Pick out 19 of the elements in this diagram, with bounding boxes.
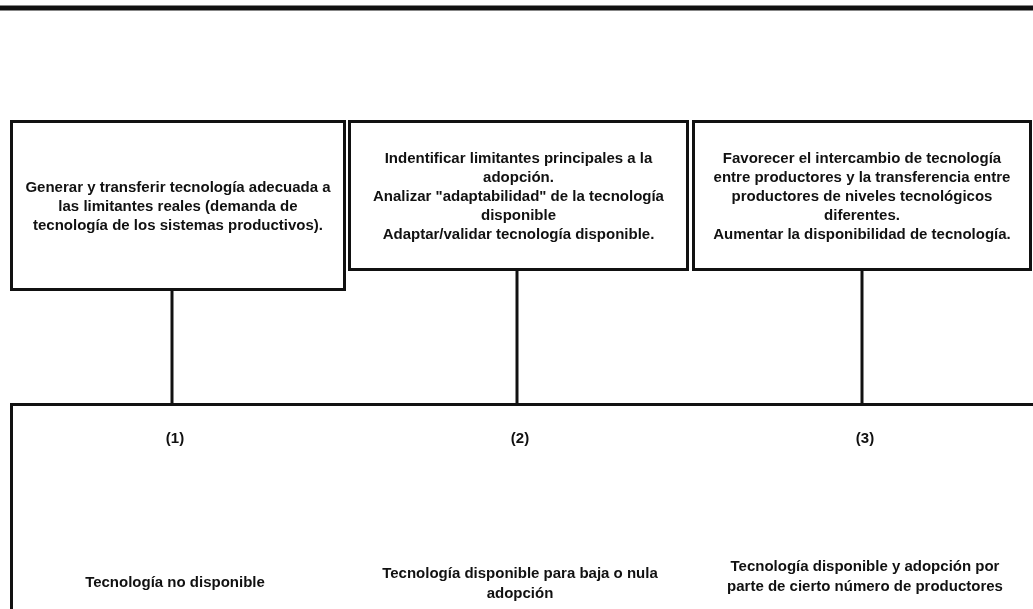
objective-box <box>348 120 689 271</box>
column-number: (2) <box>509 428 531 448</box>
objective-text: Aumentar la disponibilidad de tecnología. <box>713 224 1011 243</box>
objective-box <box>10 120 346 291</box>
outcome-panel <box>10 403 1033 609</box>
objective-box <box>692 120 1032 271</box>
column-number: (3) <box>854 428 876 448</box>
objective-text: Indentificar limitantes principales a la adopción. <box>383 148 654 186</box>
outcome-text: Tecnología disponible para baja o nula adopción <box>381 563 659 603</box>
connector-line <box>515 271 519 403</box>
connector-line <box>170 291 174 403</box>
outcome-text: Tecnología disponible y adopción por parte de cierto número de productores <box>726 556 1004 596</box>
objective-text: Adaptar/validar tecnología disponible. <box>382 224 655 243</box>
objective-text: Generar y transferir tecnología adecuada a las limitantes reales (demanda de tecnología de los sistemas productivos). <box>24 177 332 234</box>
column-number: (1) <box>164 428 186 448</box>
outcome-text: Tecnología no disponible <box>84 572 266 592</box>
objective-text: Favorecer el intercambio de tecnología entre productores y la transferencia entre productores de niveles tecnológicos diferentes. <box>712 148 1012 224</box>
objective-text: Analizar "adaptabilidad" de la tecnología disponible <box>372 186 665 224</box>
connector-line <box>860 271 864 403</box>
